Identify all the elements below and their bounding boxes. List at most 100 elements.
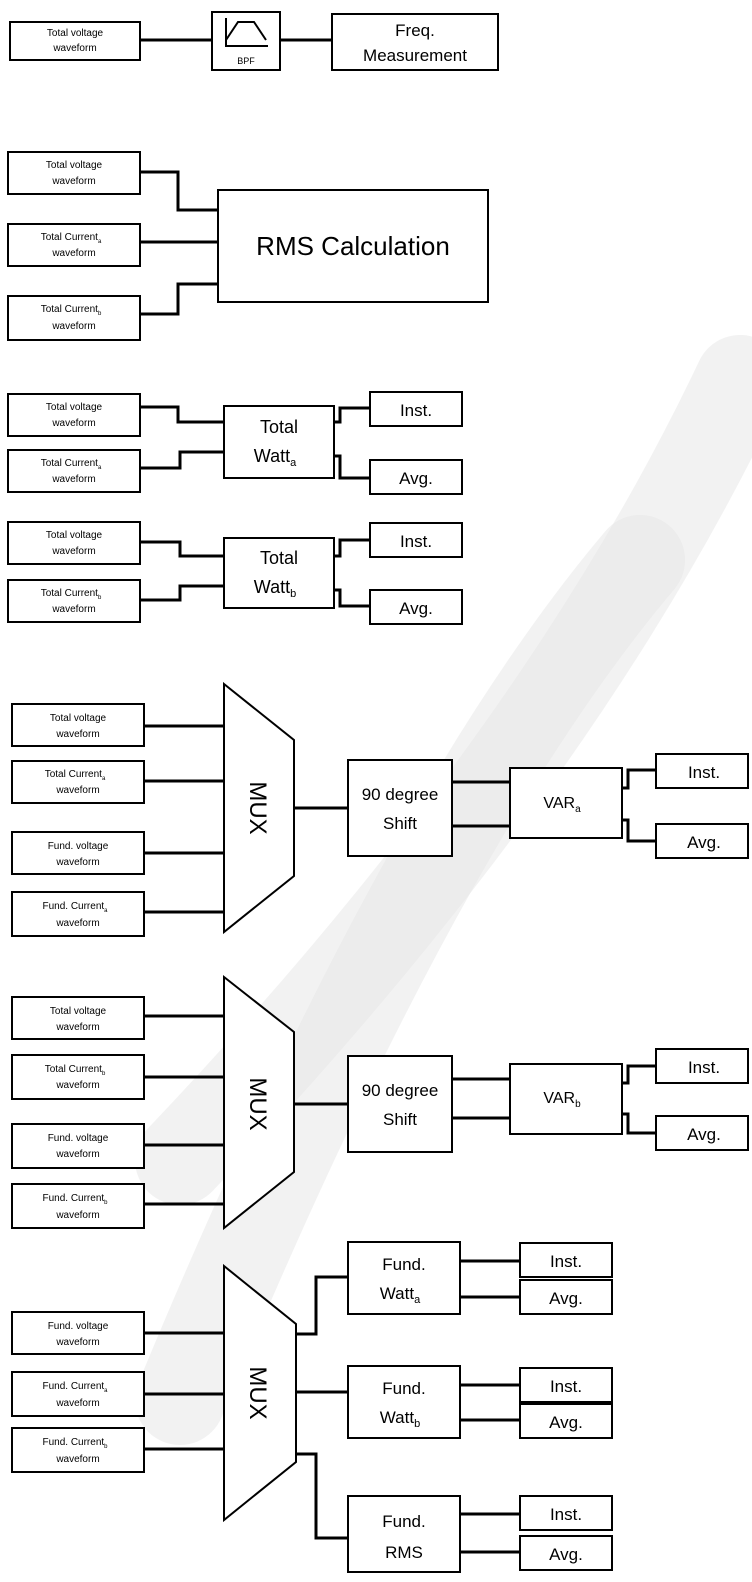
inst-output: [655, 1048, 749, 1084]
input-label-line2: waveform: [55, 1398, 99, 1409]
rms-section: Total voltage waveform Total Currenta wa…: [7, 151, 489, 341]
block-label-line1: Fund.: [382, 1255, 425, 1274]
input-fund-voltage: [11, 1123, 145, 1169]
input-label-line1: Fund. Currentb: [42, 1437, 108, 1450]
bpf-label: BPF: [237, 56, 255, 66]
input-total-current-b: [11, 1054, 145, 1100]
freq-label-line2: Measurement: [363, 46, 467, 65]
input-total-voltage: [7, 521, 141, 565]
input-label-line2: waveform: [55, 1210, 99, 1221]
input-label-line2: waveform: [55, 1337, 99, 1348]
phase-shift-block: [347, 1055, 453, 1153]
inst-label: Inst.: [688, 763, 720, 782]
total-watt-b-section: Total voltage waveform Total Currentb wa…: [7, 521, 463, 625]
avg-label: Avg.: [549, 1413, 583, 1432]
input-fund-current-a: [11, 891, 145, 937]
avg-output: [655, 823, 749, 859]
input-label-line1: Fund. Currentb: [42, 1193, 108, 1206]
input-label-line2: waveform: [51, 248, 95, 259]
inst-output: [655, 753, 749, 789]
input-label-line2: waveform: [51, 176, 95, 187]
var-label: VARb: [543, 1090, 581, 1110]
input-total-current-a: [7, 223, 141, 267]
avg-label: Avg.: [399, 599, 433, 618]
avg-output: [369, 589, 463, 625]
mux-label: MUX: [244, 1077, 271, 1130]
input-total-current-a: [7, 449, 141, 493]
avg-label: Avg.: [549, 1545, 583, 1564]
shift-label-line1: 90 degree: [362, 1081, 439, 1100]
inst-label: Inst.: [550, 1377, 582, 1396]
input-label-line2: waveform: [51, 418, 95, 429]
input-label-line1: Fund. Currenta: [42, 901, 108, 914]
avg-label: Avg.: [399, 469, 433, 488]
block-label-line1: Total: [260, 548, 298, 568]
block-label-line2: Wattb: [380, 1408, 420, 1430]
inst-output: [519, 1367, 613, 1403]
bandpass-filter-icon: [225, 18, 268, 47]
input-label-line2: waveform: [55, 857, 99, 868]
inst-output: [519, 1495, 613, 1531]
input-label-line1: Total Currenta: [45, 769, 106, 782]
shift-label-line2: Shift: [383, 814, 417, 833]
input-label-line1: Total voltage: [46, 402, 103, 413]
input-total-current-b: [7, 295, 141, 341]
mux-label: MUX: [244, 1366, 271, 1419]
input-label-line1: Total Currentb: [45, 1064, 106, 1077]
fund-watt-b-block: [347, 1365, 461, 1439]
block-label-line1: Total: [260, 417, 298, 437]
input-fund-voltage: [11, 831, 145, 875]
rms-calculation-label: RMS Calculation: [256, 231, 450, 261]
var-b-block: [509, 1063, 623, 1135]
avg-label: Avg.: [687, 1125, 721, 1144]
inst-label: Inst.: [688, 1058, 720, 1077]
mux-block: [223, 1263, 297, 1523]
avg-output: [519, 1279, 613, 1315]
fund-watt-a-block: [347, 1241, 461, 1315]
input-total-voltage: [11, 996, 145, 1040]
input-fund-current-b: [11, 1427, 145, 1473]
fund-rms-block: [347, 1495, 461, 1573]
block-label-line2: Watta: [380, 1284, 421, 1306]
mux-block: [223, 974, 295, 1231]
freq-measurement-block: [331, 13, 499, 71]
mux-block: [223, 681, 295, 935]
fundamental-section: Fund. voltage waveform Fund. Currenta wa…: [11, 1241, 613, 1573]
input-total-current-a: [11, 760, 145, 804]
input-label-line2: waveform: [52, 43, 96, 54]
avg-output: [519, 1535, 613, 1571]
var-a-block: [509, 767, 623, 839]
avg-output: [369, 459, 463, 495]
avg-output: [519, 1403, 613, 1439]
avg-output: [655, 1115, 749, 1151]
input-label-line1: Total voltage: [46, 160, 103, 171]
inst-output: [369, 391, 463, 427]
input-label-line1: Total voltage: [46, 530, 103, 541]
inst-output: [369, 522, 463, 558]
input-label-line1: Fund. voltage: [48, 1133, 109, 1144]
input-label-line1: Total voltage: [50, 713, 107, 724]
input-total-voltage: [7, 151, 141, 195]
input-label-line2: waveform: [55, 1080, 99, 1091]
input-label-line1: Total Currentb: [41, 588, 102, 601]
input-label-line2: waveform: [55, 1454, 99, 1465]
input-fund-voltage: [11, 1311, 145, 1355]
var-a-section: Total voltage waveform Total Currenta wa…: [11, 681, 749, 937]
input-label-line2: waveform: [55, 1149, 99, 1160]
input-total-voltage: [11, 703, 145, 747]
inst-label: Inst.: [400, 532, 432, 551]
input-label-line2: waveform: [55, 729, 99, 740]
input-total-current-b: [7, 579, 141, 623]
input-label-line2: waveform: [55, 1022, 99, 1033]
input-label-line2: waveform: [51, 604, 95, 615]
var-b-section: Total voltage waveform Total Currentb wa…: [11, 974, 749, 1231]
input-fund-current-b: [11, 1183, 145, 1229]
input-label-line2: waveform: [55, 918, 99, 929]
mux-label: MUX: [244, 781, 271, 834]
total-watt-b-block: [223, 537, 335, 609]
input-total-voltage: [7, 393, 141, 437]
phase-shift-block: [347, 759, 453, 857]
input-label-line1: Fund. Currenta: [42, 1381, 108, 1394]
block-label-line2: Wattb: [254, 577, 296, 600]
input-label-line2: waveform: [51, 321, 95, 332]
